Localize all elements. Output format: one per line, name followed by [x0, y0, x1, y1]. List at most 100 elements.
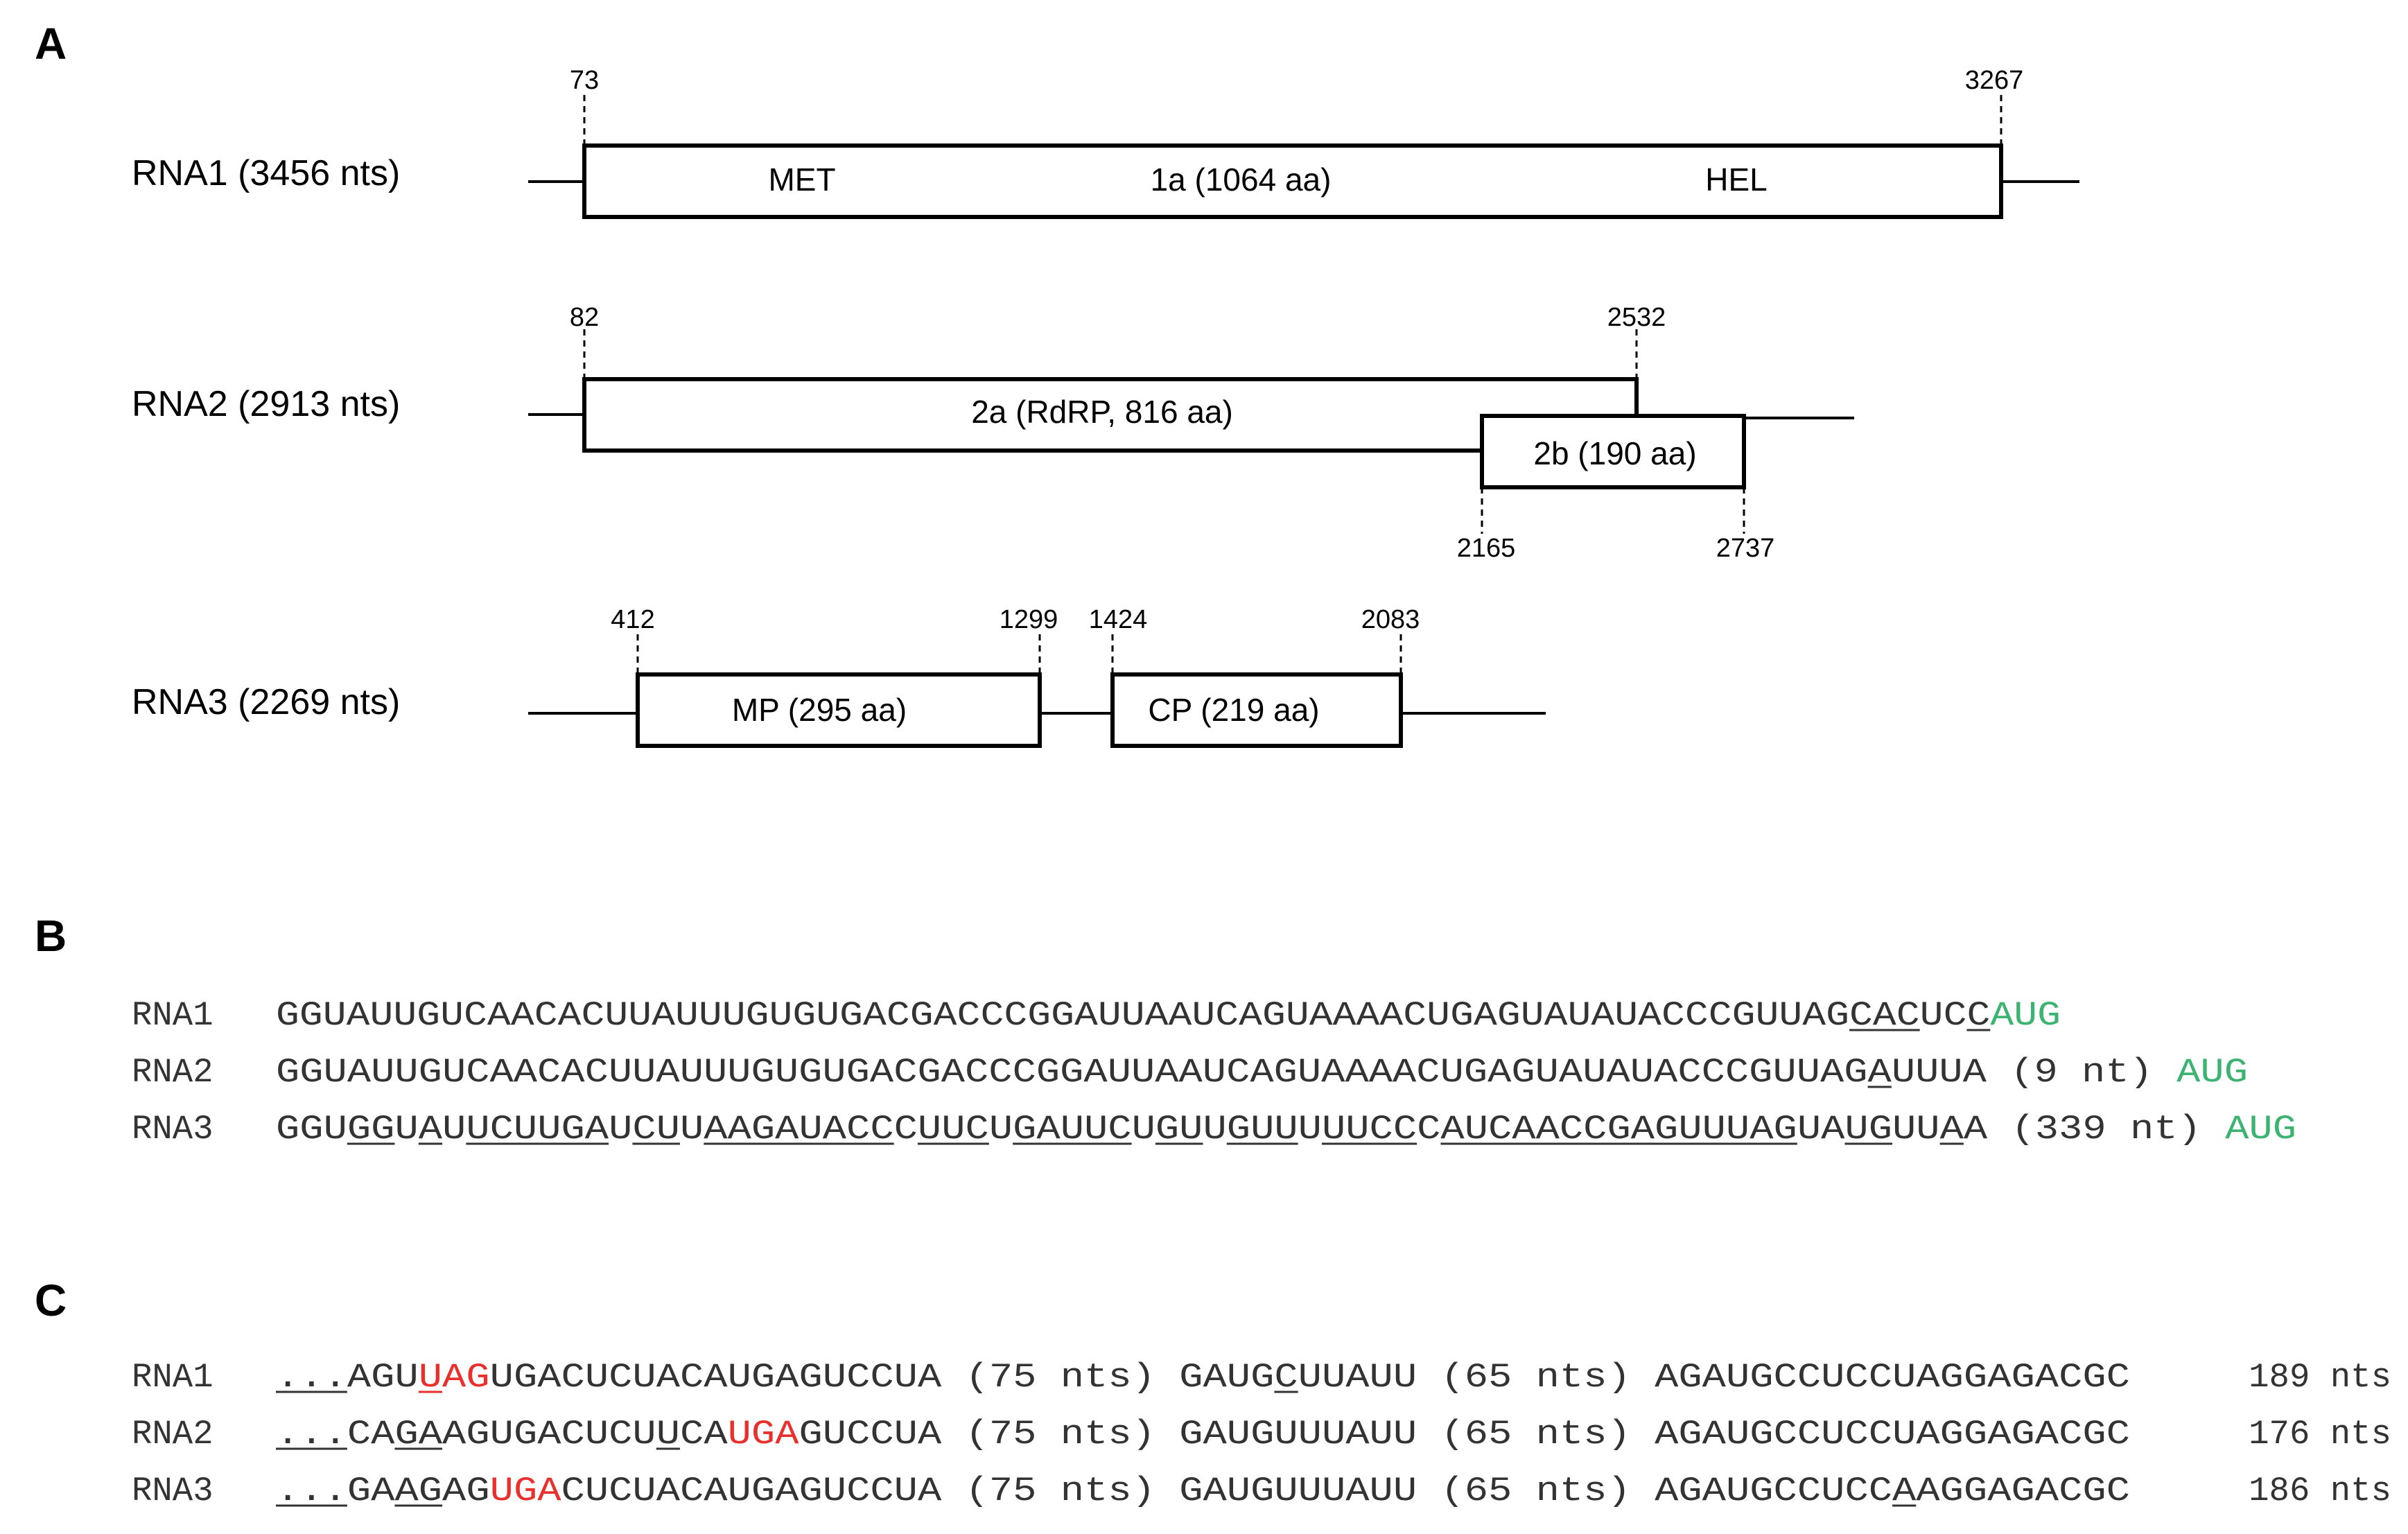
sequence-segment: U	[609, 1110, 632, 1149]
panel-c-underlines	[276, 1391, 1917, 1507]
sequence-segment: UCUUGA	[466, 1110, 609, 1149]
rna2-orf-b-label: 2b (190 aa)	[1533, 435, 1696, 471]
sequence-segment: A	[419, 1110, 443, 1149]
sequence-segment: AUG	[2176, 1053, 2248, 1092]
sequence-segment: A	[1892, 1472, 1917, 1510]
rna3-map: RNA3 (2269 nts) 412 1299 1424 2083 MP (2…	[132, 605, 1546, 748]
rna3-cp-label: CP (219 aa)	[1148, 692, 1319, 728]
panel-b-sequence-rna2: GGUAUUGUCAACACUUAUUUGUGUGACGACCCGGAUUAAU…	[276, 1053, 2248, 1092]
panel-b-underlines	[347, 1029, 1991, 1145]
panel-a-label: A	[35, 19, 67, 69]
sequence-segment: U	[1203, 1110, 1226, 1149]
rna2-orf-a-label: 2a (RdRP, 816 aa)	[971, 394, 1233, 430]
sequence-segment: AUG	[1990, 996, 2061, 1035]
rna2-a-end-pos: 2532	[1607, 303, 1666, 332]
sequence-segment: C	[894, 1110, 918, 1149]
sequence-segment: C	[1274, 1358, 1298, 1397]
rna2-2b-box	[1480, 414, 1746, 489]
sequence-segment: ...	[276, 1358, 347, 1397]
rna2-a-start-pos: 82	[570, 303, 599, 332]
sequence-segment: UA	[1797, 1110, 1845, 1149]
sequence-segment: GGUAUUGUCAACACUUAUUUGUGUGACGACCCGGAUUAAU…	[276, 1053, 1868, 1092]
rna1-end-pos: 3267	[1965, 66, 2024, 95]
sequence-segment: GA	[394, 1415, 442, 1454]
sequence-segment: U	[419, 1358, 442, 1397]
rna1-orf-label: 1a (1064 aa)	[1151, 162, 1332, 198]
sequence-segment: AGU	[347, 1358, 419, 1397]
sequence-segment: UGA	[490, 1472, 562, 1510]
rna1-hel-label: HEL	[1705, 162, 1767, 198]
sequence-segment: C	[1966, 996, 1990, 1035]
panel-b-sequence-rna1: GGUAUUGUCAACACUUAUUUGUGUGACGACCCGGAUUAAU…	[276, 996, 2061, 1035]
sequence-segment: A (339 nt)	[1964, 1110, 2225, 1149]
panel-c-row-label: RNA1	[132, 1358, 213, 1397]
rna2-name: RNA2 (2913 nts)	[132, 384, 400, 424]
rna1-1a-box	[582, 143, 2003, 219]
sequence-segment: AG	[442, 1358, 490, 1397]
sequence-segment: GU	[1155, 1110, 1203, 1149]
rna3-cp-start-pos: 1424	[1089, 605, 1148, 634]
rna1-met-label: MET	[768, 162, 835, 198]
sequence-segment: CU	[632, 1110, 680, 1149]
sequence-segment: UG	[1844, 1110, 1892, 1149]
sequence-segment: ...	[276, 1415, 347, 1454]
rna3-cp-box	[1110, 672, 1403, 748]
sequence-segment: U	[442, 1110, 466, 1149]
rna3-mp-box	[636, 672, 1042, 748]
panel-b-row-label: RNA2	[132, 1053, 213, 1092]
sequence-segment: A	[1868, 1053, 1892, 1092]
sequence-segment: U	[1298, 1110, 1322, 1149]
sequence-segment: UUUA (9 nt)	[1892, 1053, 2176, 1092]
panel-c-row-label: RNA3	[132, 1472, 213, 1510]
sequence-segment: AGGAGACGC	[1916, 1472, 2130, 1510]
sequence-segment: UUAUU (65 nts) AGAUGCCUCCUAGGAGACGC	[1298, 1358, 2130, 1397]
rna2-b-start-pos: 2165	[1457, 534, 1516, 563]
sequence-segment: AGUGACUCU	[442, 1415, 656, 1454]
rna1-name: RNA1 (3456 nts)	[132, 153, 400, 193]
sequence-segment: U	[1132, 1110, 1155, 1149]
sequence-segment: GUCCUA (75 nts) GAUGUUUAUU (65 nts) AGAU…	[799, 1415, 2130, 1454]
rna3-mp-label: MP (295 aa)	[732, 692, 907, 728]
sequence-segment: CA	[680, 1415, 728, 1454]
sequence-segment: AAGAUACC	[704, 1110, 893, 1149]
sequence-segment: GUU	[1227, 1110, 1298, 1149]
sequence-segment: GAUUC	[1013, 1110, 1131, 1149]
sequence-segment: AUG	[2225, 1110, 2296, 1149]
sequence-segment: ...	[276, 1472, 347, 1510]
rna3-cp-end-pos: 2083	[1361, 605, 1420, 634]
sequence-segment: U	[680, 1110, 704, 1149]
rna2-b-end-pos: 2737	[1716, 534, 1775, 563]
sequence-segment: AG	[394, 1472, 442, 1510]
sequence-segment: U	[989, 1110, 1013, 1149]
panel-c-row-label: RNA2	[132, 1415, 213, 1454]
panel-c-length: 189 nts	[2249, 1358, 2391, 1397]
rna2-map: RNA2 (2913 nts) 82 2532 2165 2737 2a (Rd…	[132, 303, 1854, 563]
sequence-segment: GGU	[276, 1110, 347, 1149]
panel-c-length: 176 nts	[2249, 1415, 2391, 1454]
sequence-segment: CA	[347, 1415, 395, 1454]
sequence-segment: UGA	[728, 1415, 800, 1454]
rna1-map: RNA1 (3456 nts) 73 3267 MET 1a (1064 aa)…	[132, 66, 2079, 219]
rna3-mp-start-pos: 412	[611, 605, 654, 634]
rna3-name: RNA3 (2269 nts)	[132, 682, 400, 722]
rna3-mp-end-pos: 1299	[1000, 605, 1058, 634]
panel-c-label: C	[35, 1275, 67, 1325]
sequence-segment: AUCAACCGAGUUUAG	[1440, 1110, 1797, 1149]
sequence-segment: GGUAUUGUCAACACUUAUUUGUGUGACGACCCGGAUUAAU…	[276, 996, 1849, 1035]
sequence-segment: U	[656, 1415, 680, 1454]
sequence-segment: CUCUACAUGAGUCCUA (75 nts) GAUGUUUAUU (65…	[561, 1472, 1892, 1510]
panel-b-row-label: RNA3	[132, 1110, 213, 1149]
panel-b-sequences: RNA1 RNA2 RNA3 GGUAUUGUCAACACUUAUUUGUGUG…	[132, 996, 2296, 1149]
panel-c-length: 186 nts	[2249, 1472, 2391, 1510]
sequence-segment: C	[1417, 1110, 1440, 1149]
sequence-segment: UC	[1920, 996, 1967, 1035]
sequence-segment: U	[394, 1110, 418, 1149]
sequence-segment: AG	[442, 1472, 490, 1510]
sequence-segment: CAC	[1849, 996, 1920, 1035]
